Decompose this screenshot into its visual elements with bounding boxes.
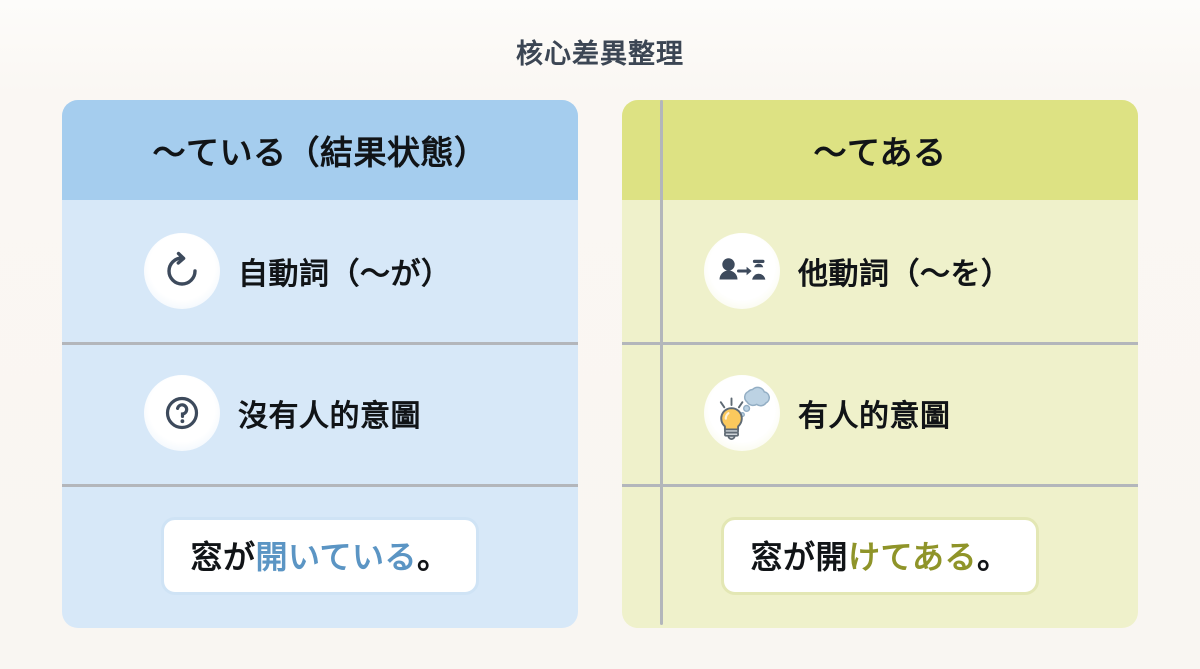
table-row-tearu-intent: 有人的意圖: [622, 342, 1138, 484]
example-suffix: 。: [417, 539, 450, 575]
row-separator: [62, 484, 578, 487]
table-row-teiru-intent: 沒有人的意圖: [62, 342, 578, 484]
example-cell-tearu: 窓が開けてある。: [622, 484, 1138, 628]
column-header-teiru: 〜ている（結果状態）: [62, 100, 578, 200]
example-highlight: けてある: [847, 539, 978, 575]
example-suffix: 。: [977, 539, 1010, 575]
column-header-tearu: 〜てある: [622, 100, 1138, 200]
example-sentence-teiru: 窓が開いている。: [161, 517, 479, 595]
table-row-label: 沒有人的意圖: [238, 400, 421, 433]
lightbulb-thought-icon: [704, 375, 780, 451]
example-sentence-tearu: 窓が開けてある。: [721, 517, 1039, 595]
table-row-label: 有人的意圖: [798, 400, 951, 433]
table-row-teiru-verb-type: 自動詞（〜が）: [62, 200, 578, 342]
question-mark-circle-icon: [144, 375, 220, 451]
page-title: 核心差異整理: [516, 39, 684, 69]
row-separator: [622, 484, 1138, 487]
row-separator: [622, 342, 1138, 345]
comparison-column-teiru: 〜ている（結果状態） 自動詞（〜が）: [62, 100, 578, 628]
person-arrow-person-icon: [704, 233, 780, 309]
example-highlight: 開いている: [255, 539, 418, 575]
rotate-arrow-icon: [144, 233, 220, 309]
table-row-label: 自動詞（〜が）: [238, 258, 452, 291]
example-prefix: 窓が: [190, 539, 256, 575]
column-divider: [660, 100, 663, 625]
table-row-tearu-verb-type: 他動詞（〜を）: [622, 200, 1138, 342]
table-row-label: 他動詞（〜を）: [798, 258, 1012, 291]
example-cell-teiru: 窓が開いている。: [62, 484, 578, 628]
example-prefix: 窓が開: [750, 539, 848, 575]
comparison-table: 〜ている（結果状態） 自動詞（〜が）: [62, 100, 1138, 628]
comparison-column-tearu: 〜てある 他動詞（〜を）: [622, 100, 1138, 628]
row-separator: [62, 342, 578, 345]
